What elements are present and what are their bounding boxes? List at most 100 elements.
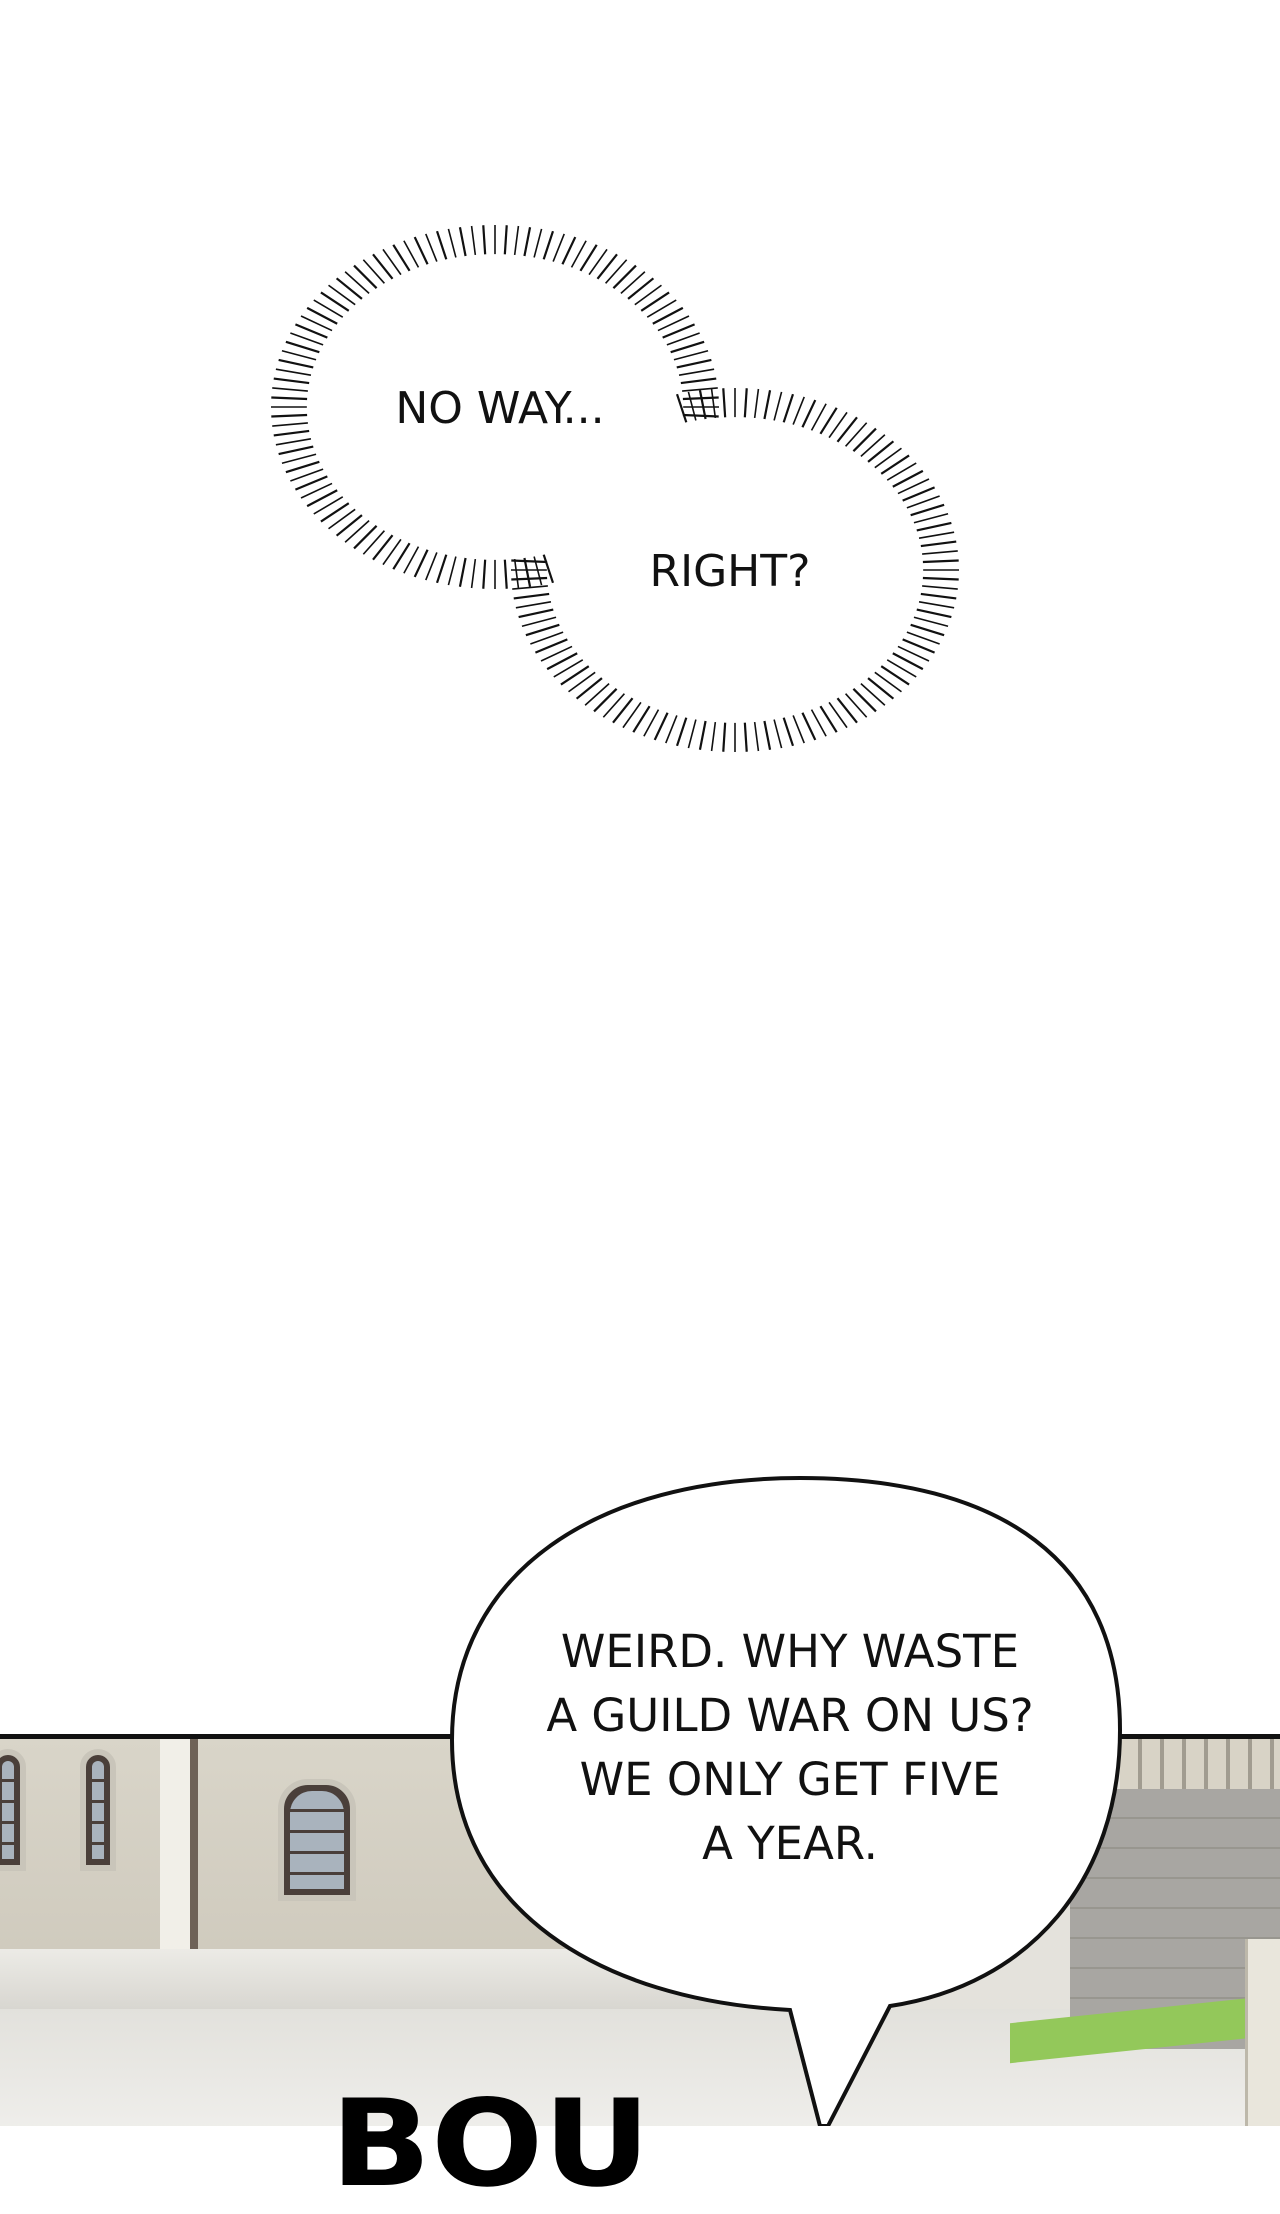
ray-line bbox=[910, 623, 945, 637]
ray-line bbox=[542, 230, 555, 260]
speech-bubble-text: WEIRD. WHY WASTE A GUILD WAR ON US? WE O… bbox=[540, 1620, 1040, 1876]
ray-line bbox=[627, 277, 655, 300]
ray-line bbox=[290, 468, 324, 482]
ray-line bbox=[612, 697, 634, 724]
ray-line bbox=[666, 332, 700, 346]
ray-line bbox=[435, 230, 448, 260]
ray-line bbox=[275, 437, 312, 446]
ray-line bbox=[530, 631, 564, 645]
ray-line bbox=[447, 228, 457, 258]
ray-line bbox=[710, 721, 717, 752]
ray-line bbox=[640, 291, 670, 312]
ray-line bbox=[435, 554, 448, 584]
ray-line bbox=[657, 315, 690, 332]
ray-line bbox=[470, 558, 477, 589]
ray-line bbox=[874, 447, 902, 469]
ray-line bbox=[313, 496, 344, 515]
ray-line bbox=[294, 475, 328, 491]
ray-line bbox=[897, 645, 930, 662]
ray-line bbox=[892, 652, 924, 671]
ray-line bbox=[320, 502, 350, 523]
ray-line bbox=[271, 413, 308, 418]
ray-line bbox=[916, 521, 952, 532]
ray-line bbox=[533, 228, 543, 258]
ray-line bbox=[773, 391, 783, 421]
ray-line bbox=[743, 722, 748, 752]
thought-bubble-text-2: RIGHT? bbox=[649, 546, 811, 597]
ray-line bbox=[753, 388, 760, 419]
ray-line bbox=[782, 393, 795, 423]
ray-line bbox=[763, 390, 772, 420]
ray-line bbox=[584, 683, 610, 706]
ray-line bbox=[482, 225, 487, 255]
ray-line bbox=[602, 693, 625, 718]
building-window bbox=[278, 1779, 356, 1901]
ray-line bbox=[828, 411, 848, 439]
ray-line bbox=[792, 396, 805, 425]
ray-line bbox=[753, 721, 760, 752]
ray-line bbox=[413, 236, 429, 265]
ray-line bbox=[675, 393, 688, 423]
ray-line bbox=[897, 478, 930, 495]
ray-line bbox=[687, 719, 697, 749]
ray-line bbox=[353, 264, 378, 289]
ray-line bbox=[828, 701, 848, 729]
ray-line bbox=[634, 284, 662, 306]
ray-line bbox=[922, 576, 959, 581]
ray-line bbox=[653, 712, 669, 741]
ray-line bbox=[743, 388, 748, 418]
ray-line bbox=[801, 399, 817, 428]
ray-line bbox=[612, 264, 637, 289]
ray-line bbox=[920, 540, 957, 548]
ray-line bbox=[560, 665, 590, 686]
ray-line bbox=[344, 520, 370, 543]
ray-line bbox=[860, 434, 886, 457]
ray-line bbox=[568, 671, 596, 693]
ray-line bbox=[546, 652, 578, 671]
ray-line bbox=[819, 407, 838, 435]
ray-line bbox=[425, 552, 438, 581]
ray-line bbox=[447, 556, 457, 586]
ray-line bbox=[362, 259, 385, 284]
ray-line bbox=[902, 486, 936, 502]
ray-line bbox=[458, 227, 467, 257]
ray-line bbox=[916, 608, 952, 619]
building-window bbox=[0, 1749, 26, 1871]
ray-line bbox=[281, 453, 317, 465]
ray-line bbox=[300, 482, 333, 499]
ray-line bbox=[272, 422, 308, 427]
ray-line bbox=[272, 387, 308, 392]
ray-line bbox=[906, 495, 940, 509]
ray-line bbox=[300, 315, 333, 332]
ray-line bbox=[722, 722, 727, 752]
ray-line bbox=[513, 225, 520, 256]
ray-line bbox=[458, 557, 467, 587]
ray-line bbox=[682, 387, 718, 392]
ray-line bbox=[392, 244, 411, 272]
ray-line bbox=[353, 525, 378, 550]
ray-line bbox=[306, 306, 338, 325]
ray-line bbox=[372, 534, 394, 561]
ray-line bbox=[880, 454, 910, 475]
ray-line bbox=[867, 677, 895, 700]
ray-line bbox=[918, 531, 955, 540]
speech-line: A GUILD WAR ON US? bbox=[546, 1689, 1034, 1742]
ray-line bbox=[513, 558, 520, 589]
ray-line bbox=[678, 368, 715, 377]
ray-line bbox=[503, 225, 508, 255]
ray-line bbox=[313, 299, 344, 318]
sound-effect-text: BOU bbox=[330, 2075, 651, 2214]
ray-line bbox=[622, 701, 642, 729]
ray-line bbox=[867, 440, 895, 463]
ray-line bbox=[810, 709, 827, 737]
ray-line bbox=[382, 248, 402, 276]
ray-line bbox=[913, 512, 949, 524]
ray-line bbox=[836, 416, 858, 443]
ray-line bbox=[687, 391, 697, 421]
ray-line bbox=[886, 659, 917, 678]
ray-line bbox=[561, 236, 577, 265]
ray-line bbox=[403, 240, 420, 268]
ray-line bbox=[673, 349, 709, 361]
ray-line bbox=[413, 549, 429, 578]
ray-line bbox=[285, 340, 320, 354]
